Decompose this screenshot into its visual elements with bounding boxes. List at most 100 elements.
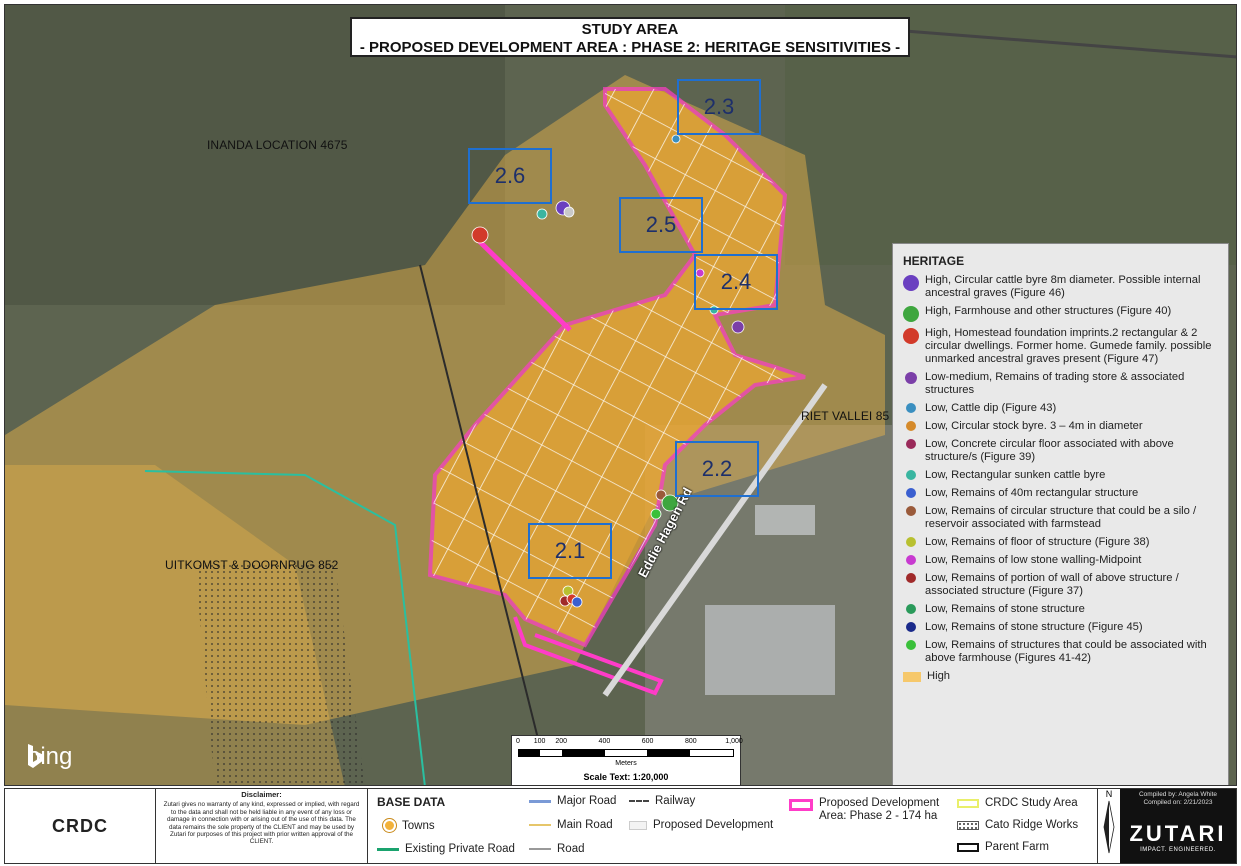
legend-major-road: Major Road: [529, 795, 616, 807]
base-data-title: BASE DATA: [377, 795, 446, 809]
legend-dot-icon: [903, 328, 919, 344]
zone-2-4[interactable]: 2.4: [694, 254, 778, 310]
legend-item-label: High, Homestead foundation imprints.2 re…: [925, 327, 1212, 365]
map-title: STUDY AREA - PROPOSED DEVELOPMENT AREA :…: [350, 17, 910, 57]
proposed-dev-label: Proposed Development: [653, 819, 774, 831]
major-road-icon: [529, 799, 551, 803]
title-line1: STUDY AREA: [581, 21, 679, 38]
legend-item-label: Low, Remains of low stone walling-Midpoi…: [925, 554, 1142, 566]
legend-item-label: Low, Remains of portion of wall of above…: [925, 572, 1179, 597]
heritage-legend: HERITAGE High, Circular cattle byre 8m d…: [892, 243, 1229, 785]
cato-ridge-works: [195, 565, 365, 785]
disclaimer: Disclaimer: Zutari gives no warranty of …: [156, 789, 368, 863]
zone-2-6[interactable]: 2.6: [468, 148, 552, 204]
legend-dot-icon: [906, 470, 916, 480]
legend-study-area: CRDC Study Area: [957, 797, 1078, 809]
legend-area-item: High: [903, 670, 1220, 683]
scale-tick: 0: [516, 738, 520, 745]
legend-dot-icon: [906, 604, 916, 614]
eddie-hagen-road: [602, 383, 828, 697]
legend-dot-icon: [906, 537, 916, 547]
legend-item-label: Low, Remains of floor of structure (Figu…: [925, 536, 1150, 548]
legend-item-label: Low, Rectangular sunken cattle byre: [925, 469, 1106, 481]
major-road-label: Major Road: [557, 795, 617, 807]
legend-towns: Towns: [383, 819, 435, 832]
road-label: Road: [557, 843, 585, 855]
legend-dot-icon: [906, 403, 916, 413]
compiled-by: Compiled by: Angela White: [1138, 791, 1218, 798]
scale-tick: 200: [555, 738, 568, 745]
legend-item: High, Homestead foundation imprints.2 re…: [903, 327, 1220, 366]
legend-item: Low, Remains of floor of structure (Figu…: [903, 536, 1220, 549]
study-area: [5, 75, 885, 725]
legend-item: Low, Remains of portion of wall of above…: [903, 572, 1220, 598]
north-arrow-icon: [1103, 800, 1115, 854]
compiler-block: Compiled by: Angela White Compiled on: 2…: [1120, 789, 1236, 863]
legend-item: High, Farmhouse and other structures (Fi…: [903, 305, 1220, 322]
compiled-info: Compiled by: Angela White Compiled on: 2…: [1120, 791, 1236, 807]
legend-cato-ridge: Cato Ridge Works: [957, 819, 1078, 831]
legend-dot-icon: [906, 421, 916, 431]
parent-farm-icon: [957, 842, 979, 852]
legend-item: Low-medium, Remains of trading store & a…: [903, 371, 1220, 397]
legend-dot-icon: [906, 506, 916, 516]
legend-dot-icon: [906, 555, 916, 565]
legend-item: Low, Concrete circular floor associated …: [903, 438, 1220, 464]
legend-item-label: Low-medium, Remains of trading store & a…: [925, 371, 1185, 396]
railway-label: Railway: [655, 795, 696, 807]
legend-item-label: Low, Circular stock byre. 3 – 4m in diam…: [925, 420, 1143, 432]
scale-ticks: 0 100 200 400 600 800 1,000: [516, 738, 743, 748]
legend-proposed-dev: Proposed Development: [629, 819, 773, 831]
legend-parent-farm: Parent Farm: [957, 841, 1049, 853]
map-canvas[interactable]: STUDY AREA - PROPOSED DEVELOPMENT AREA :…: [4, 4, 1237, 786]
road-icon: [529, 848, 551, 850]
legend-phase2: Proposed Development Area: Phase 2 - 174…: [789, 797, 939, 823]
private-road: [144, 470, 426, 785]
scale-text: Scale Text: 1:20,000: [583, 772, 669, 782]
scale-bar: 0 100 200 400 600 800 1,000 Meters Scale…: [511, 735, 743, 785]
legend-main-road: Main Road: [529, 819, 613, 831]
bing-icon: [28, 744, 44, 768]
phase2-icon: [789, 799, 813, 811]
base-data-legend: BASE DATA Towns Existing Private Road Ma…: [369, 789, 1098, 863]
scale-tick: 1,000: [725, 738, 743, 745]
legend-item: Low, Cattle dip (Figure 43): [903, 402, 1220, 415]
zone-2-5[interactable]: 2.5: [619, 197, 703, 253]
heritage-points: [471, 134, 745, 608]
legend-dot-icon: [906, 640, 916, 650]
bing-watermark: bing: [27, 743, 72, 771]
north-label: N: [1105, 789, 1113, 799]
parent-farm-label: Parent Farm: [985, 841, 1049, 853]
legend-item: Low, Remains of circular structure that …: [903, 505, 1220, 531]
scale-tick: 600: [641, 738, 654, 745]
north-arrow: N: [1098, 789, 1120, 863]
high-area-swatch: [903, 672, 921, 682]
legend-item-label: Low, Remains of stone structure (Figure …: [925, 621, 1143, 633]
main-road-label: Main Road: [557, 819, 613, 831]
phase2-label: Proposed Development Area: Phase 2 - 174…: [819, 797, 939, 823]
zone-2-3[interactable]: 2.3: [677, 79, 761, 135]
label-inanda: INANDA LOCATION 4675: [207, 138, 348, 152]
private-road-icon: [377, 847, 399, 851]
legend-title: HERITAGE: [903, 254, 965, 268]
scale-graphic: [518, 749, 734, 757]
legend-item-label: Low, Concrete circular floor associated …: [925, 438, 1174, 463]
legend-item-label: High, Circular cattle byre 8m diameter. …: [925, 274, 1201, 299]
legend-item: Low, Remains of structures that could be…: [903, 639, 1220, 665]
town-icon: [383, 819, 396, 832]
zone-2-2[interactable]: 2.2: [675, 441, 759, 497]
zutari-tagline: IMPACT. ENGINEERED.: [1140, 847, 1216, 853]
legend-dot-icon: [906, 622, 916, 632]
zutari-logo: ZUTARI: [1129, 821, 1227, 846]
zone-2-1[interactable]: 2.1: [528, 523, 612, 579]
proposed-dev-icon: [629, 820, 647, 830]
legend-area-label: High: [927, 670, 951, 682]
legend-item: Low, Remains of low stone walling-Midpoi…: [903, 554, 1220, 567]
legend-item: High, Circular cattle byre 8m diameter. …: [903, 274, 1220, 300]
legend-item-label: High, Farmhouse and other structures (Fi…: [925, 305, 1172, 317]
study-area-icon: [957, 798, 979, 808]
label-riet-vallei: RIET VALLEI 85: [801, 409, 890, 423]
scale-units: Meters: [615, 760, 637, 767]
legend-dot-icon: [906, 488, 916, 498]
